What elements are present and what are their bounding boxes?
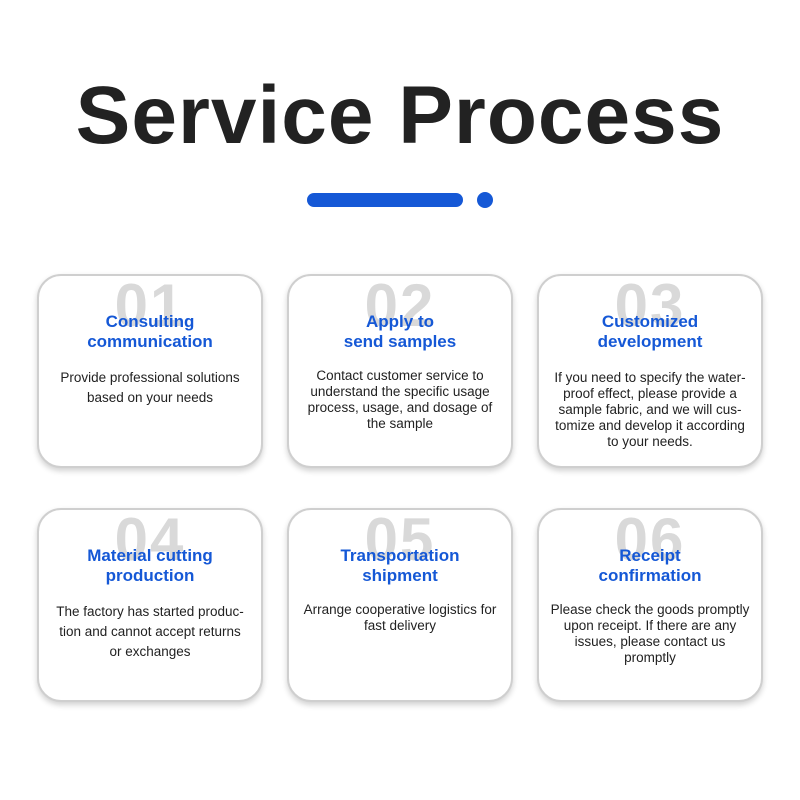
step-description-line: upon receipt. If there are any — [563, 618, 737, 633]
step-title: Customized development — [547, 312, 753, 352]
step-description-line: proof effect, please provide a — [563, 386, 737, 401]
step-title-line: production — [105, 566, 195, 585]
step-description: The factory has started produc- tion and… — [49, 602, 251, 662]
step-number: 01 — [114, 274, 186, 339]
step-number: 03 — [614, 274, 686, 339]
step-number: 02 — [364, 274, 436, 339]
step-description: Provide professional solutions based on … — [49, 368, 251, 408]
step-title-line: send samples — [343, 332, 457, 351]
page-title: Service Process — [75, 70, 725, 161]
step-description-line: or exchanges — [109, 644, 191, 659]
title-underline-bar — [307, 193, 463, 207]
step-description-line: The factory has started produc- — [56, 604, 244, 619]
step-description-line: Contact customer service to — [316, 368, 484, 383]
step-title-line: shipment — [362, 566, 438, 585]
step-title-line: confirmation — [598, 566, 702, 585]
step-description-line: fast delivery — [363, 618, 437, 633]
step-description: If you need to specify the water- proof … — [549, 370, 751, 450]
step-description-line: Arrange cooperative logistics for — [303, 602, 497, 617]
step-description-line: tion and cannot accept returns — [59, 624, 241, 639]
step-card-transportation: 05 Transportation shipment Arrange coope… — [287, 508, 513, 702]
step-title: Material cutting production — [47, 546, 253, 586]
step-title-line: Consulting — [105, 312, 195, 331]
title-underline-dot — [477, 192, 493, 208]
step-description-line: Provide professional solutions — [60, 370, 240, 385]
step-title-line: Apply to — [366, 312, 434, 331]
step-card-receipt-confirmation: 06 Receipt confirmation Please check the… — [537, 508, 763, 702]
step-description: Arrange cooperative logistics for fast d… — [299, 602, 501, 634]
step-description-line: based on your needs — [86, 390, 214, 405]
step-card-apply-samples: 02 Apply to send samples Contact custome… — [287, 274, 513, 468]
step-title-line: Transportation — [340, 546, 460, 565]
step-description-line: process, usage, and dosage of — [307, 400, 493, 415]
step-description-line: If you need to specify the water- — [554, 370, 746, 385]
step-title-line: Customized — [601, 312, 699, 331]
step-title-line: development — [597, 332, 703, 351]
step-description-line: the sample — [366, 416, 434, 431]
step-title-line: Receipt — [619, 546, 681, 565]
step-number: 05 — [364, 508, 436, 573]
step-description-line: sample fabric, and we will cus- — [558, 402, 742, 417]
step-title: Apply to send samples — [297, 312, 503, 352]
step-title: Receipt confirmation — [547, 546, 753, 586]
step-description-line: to your needs. — [607, 434, 693, 449]
step-description-line: tomize and develop it according — [555, 418, 745, 433]
step-title: Consulting communication — [47, 312, 253, 352]
step-description-line: promptly — [624, 650, 676, 665]
step-description-line: Please check the goods promptly — [550, 602, 750, 617]
step-number: 04 — [114, 508, 186, 573]
step-number: 06 — [614, 508, 686, 573]
step-description: Contact customer service to understand t… — [299, 368, 501, 432]
step-description-line: understand the specific usage — [310, 384, 490, 399]
step-title: Transportation shipment — [297, 546, 503, 586]
step-title-line: Material cutting — [87, 546, 213, 565]
step-description: Please check the goods promptly upon rec… — [549, 602, 751, 666]
step-card-consulting: 01 Consulting communication Provide prof… — [37, 274, 263, 468]
step-description-line: issues, please contact us — [574, 634, 726, 649]
step-title-line: communication — [87, 332, 213, 351]
step-card-material-cutting: 04 Material cutting production The facto… — [37, 508, 263, 702]
step-card-customized-development: 03 Customized development If you need to… — [537, 274, 763, 468]
